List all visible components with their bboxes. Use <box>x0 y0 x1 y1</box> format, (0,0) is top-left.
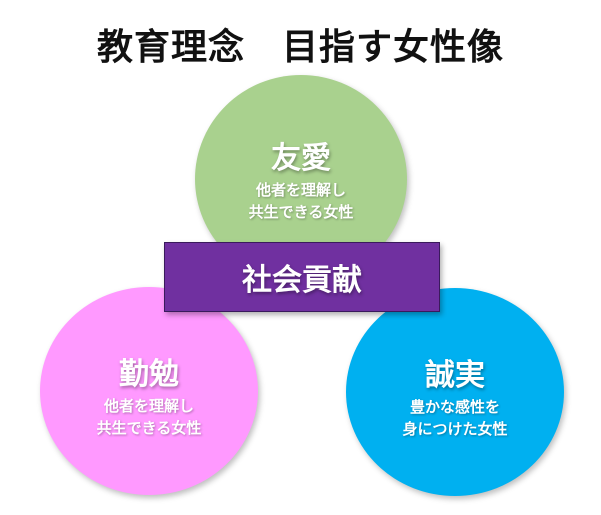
circle-title: 勤勉 <box>119 357 179 392</box>
circle-title: 友愛 <box>271 141 331 176</box>
page-title: 教育理念 目指す女性像 <box>96 27 504 68</box>
circle-description: 豊かな感性を 身につけた女性 <box>346 396 564 440</box>
center-box-shakai-kouken: 社会貢献 <box>164 242 440 312</box>
circle-seijitsu: 誠実 豊かな感性を 身につけた女性 <box>346 288 564 496</box>
description-line: 身につけた女性 <box>402 420 508 438</box>
circle-title: 誠実 <box>425 358 485 393</box>
description-line: 共生できる女性 <box>248 203 354 221</box>
circle-description: 他者を理解し 共生できる女性 <box>40 395 258 439</box>
circle-kinben: 勤勉 他者を理解し 共生できる女性 <box>40 287 258 495</box>
description-line: 共生できる女性 <box>96 419 202 437</box>
description-line: 他者を理解し <box>255 181 346 199</box>
description-line: 豊かな感性を <box>409 398 500 416</box>
circle-description: 他者を理解し 共生できる女性 <box>195 179 407 223</box>
description-line: 他者を理解し <box>103 397 194 415</box>
